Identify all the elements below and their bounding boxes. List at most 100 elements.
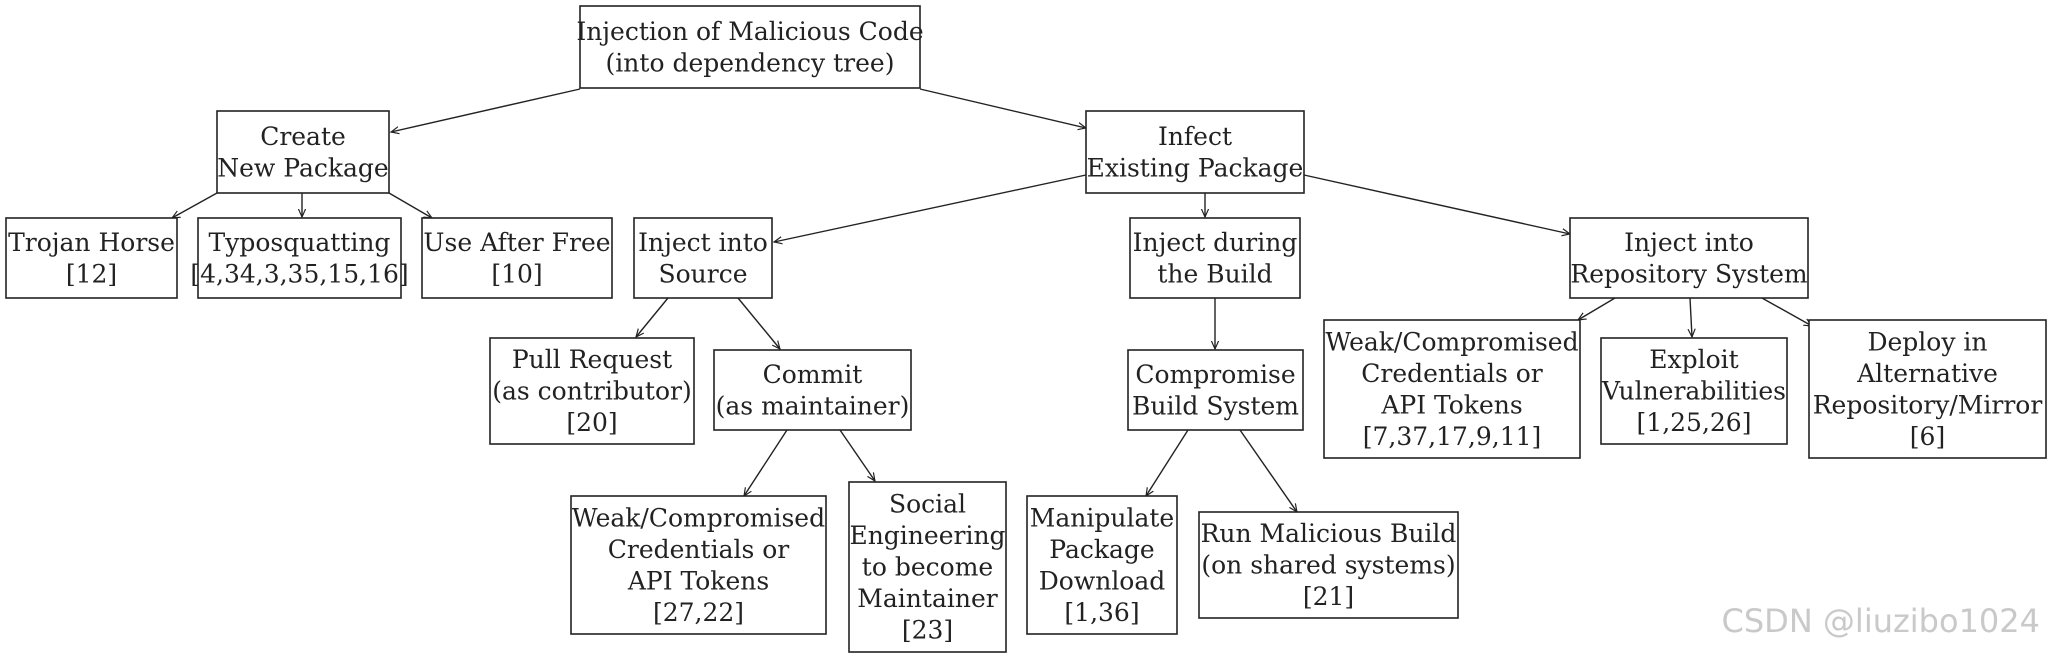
node-box — [216, 110, 390, 194]
edges-layer — [172, 88, 1812, 512]
node-box — [713, 349, 912, 431]
node-label-line: Maintainer — [857, 584, 997, 613]
node-label-line: Credentials or — [1361, 359, 1543, 388]
edge-commit-wct — [744, 429, 788, 496]
node-box — [1127, 349, 1304, 431]
node-box — [579, 5, 921, 89]
node-label-line: API Tokens — [627, 566, 769, 595]
node-label-line: Social — [889, 490, 966, 519]
edge-create-uaf — [388, 192, 432, 218]
node-label-line: (on shared systems) — [1201, 551, 1455, 580]
node-label-line: Commit — [763, 360, 863, 389]
node-label-line: Compromise — [1135, 360, 1295, 389]
edge-cbs-mpd — [1146, 429, 1189, 496]
edge-source-pr — [636, 297, 669, 337]
node-label-line: Vulnerabilities — [1601, 377, 1786, 406]
node-label-line: Existing Package — [1087, 153, 1304, 182]
node-label-line: Weak/Compromised — [1325, 327, 1578, 356]
node-label-line: Alternative — [1856, 359, 1998, 388]
node-uaf: Use After Free[10] — [421, 217, 613, 299]
node-label-line: Build System — [1132, 391, 1299, 420]
node-label-line: [1,25,26] — [1637, 408, 1752, 437]
node-label-line: Inject into — [1624, 228, 1754, 257]
node-box — [5, 217, 178, 299]
node-label-line: Credentials or — [608, 535, 790, 564]
node-box — [1129, 217, 1301, 299]
node-root: Injection of Malicious Code(into depende… — [576, 5, 924, 89]
node-typo: Typosquatting[4,34,3,35,15,16] — [190, 217, 409, 299]
node-label-line: [4,34,3,35,15,16] — [190, 259, 408, 288]
node-label-line: Inject into — [638, 228, 768, 257]
node-box — [570, 495, 827, 635]
node-label-line: Engineering — [849, 521, 1005, 550]
node-rmb: Run Malicious Build(on shared systems)[2… — [1198, 511, 1459, 619]
node-label-line: Source — [658, 259, 747, 288]
node-box — [1808, 319, 2047, 459]
node-label-line: Inject during — [1133, 228, 1298, 257]
node-label-line: Run Malicious Build — [1201, 519, 1457, 548]
node-label-line: Download — [1039, 566, 1166, 595]
edge-source-commit — [737, 297, 780, 349]
node-label-line: Package — [1049, 535, 1154, 564]
node-label-line: Typosquatting — [209, 228, 391, 257]
node-label-line: Trojan Horse — [8, 228, 175, 257]
edge-create-trojan — [172, 192, 218, 218]
node-box — [1569, 217, 1809, 299]
node-label-line: API Tokens — [1380, 390, 1522, 419]
edge-commit-social — [839, 429, 875, 481]
edge-cbs-rmb — [1239, 429, 1297, 512]
edge-repo-exploit — [1690, 297, 1692, 337]
edge-repo-wct — [1578, 297, 1616, 320]
node-trojan: Trojan Horse[12] — [5, 217, 178, 299]
node-label-line: to become — [862, 553, 993, 582]
node-label-line: Repository/Mirror — [1813, 390, 2043, 419]
node-label-line: Repository System — [1570, 259, 1808, 288]
edge-infect-repo — [1303, 174, 1570, 234]
edge-root-infect — [919, 88, 1086, 128]
node-label-line: [1,36] — [1064, 598, 1139, 627]
node-label-line: New Package — [217, 153, 388, 182]
edge-root-create — [391, 88, 581, 132]
node-label-line: [23] — [902, 616, 953, 645]
edge-infect-source — [774, 174, 1087, 242]
node-label-line: Use After Free — [423, 228, 610, 257]
node-label-line: Infect — [1158, 122, 1232, 151]
node-box — [1323, 319, 1581, 459]
edge-repo-deploy — [1761, 297, 1812, 326]
node-label-line: Pull Request — [512, 345, 672, 374]
node-label-line: [10] — [491, 259, 542, 288]
node-box — [1198, 511, 1459, 619]
node-label-line: the Build — [1157, 259, 1272, 288]
node-label-line: [7,37,17,9,11] — [1363, 422, 1542, 451]
node-label-line: [6] — [1910, 422, 1945, 451]
node-label-line: Exploit — [1649, 345, 1738, 374]
node-label-line: [12] — [66, 259, 117, 288]
node-pr: Pull Request(as contributor)[20] — [489, 337, 695, 445]
node-box — [1026, 495, 1178, 635]
node-label-line: Manipulate — [1030, 503, 1174, 532]
node-box — [489, 337, 695, 445]
node-label-line: Weak/Compromised — [572, 503, 825, 532]
node-box — [848, 481, 1007, 653]
node-box — [1600, 337, 1788, 445]
node-label-line: [20] — [566, 408, 617, 437]
nodes-layer: Injection of Malicious Code(into depende… — [5, 5, 2047, 653]
watermark-text: CSDN @liuzibo1024 — [1722, 602, 2040, 640]
node-label-line: Create — [260, 122, 346, 151]
node-label-line: [27,22] — [653, 598, 744, 627]
node-box — [633, 217, 773, 299]
node-label-line: Deploy in — [1867, 327, 1987, 356]
node-box — [197, 217, 402, 299]
